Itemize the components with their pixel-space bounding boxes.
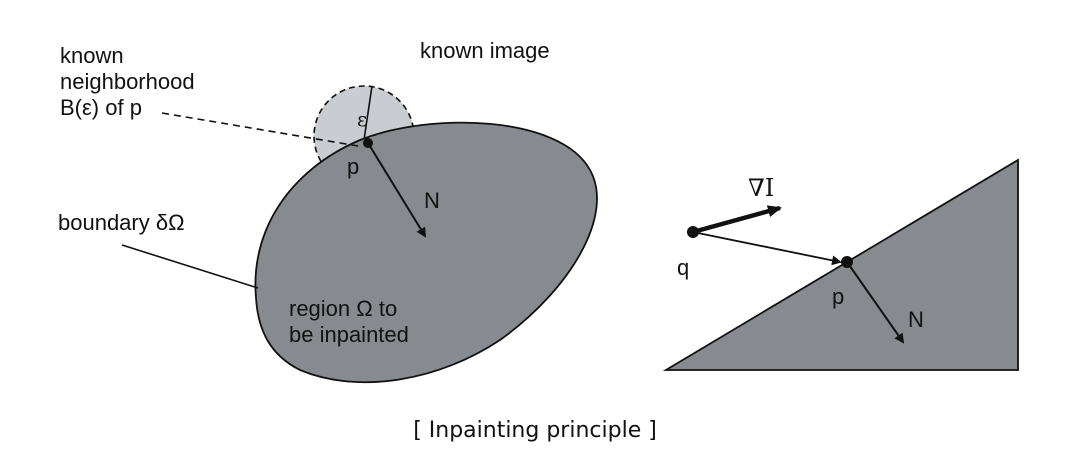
label-n-left: N [424, 188, 440, 213]
normal-arrow-left [367, 142, 427, 238]
q-to-p-arrow [692, 231, 842, 266]
figure-caption: [ Inpainting principle ] [413, 418, 657, 443]
point-q [687, 226, 699, 238]
right-diagram: ∇I q p N [662, 158, 1019, 371]
label-boundary: boundary δΩ [58, 210, 185, 235]
label-region-line2: be inpainted [289, 322, 409, 347]
label-p-left: p [347, 154, 359, 179]
label-neighborhood: neighborhood [60, 69, 195, 94]
neighborhood-leader-line [161, 112, 359, 147]
epsilon-radius-line [363, 85, 373, 141]
label-n-right: N [908, 307, 924, 332]
label-known: known [60, 43, 124, 68]
normal-arrow-right [846, 261, 905, 344]
boundary-leader-line [121, 244, 259, 289]
label-known-image: known image [420, 38, 550, 63]
label-region-line1: region Ω to [289, 296, 397, 321]
label-p-right: p [832, 284, 844, 309]
region-omega [254, 121, 598, 384]
label-b-epsilon: B(ε) of p [60, 95, 142, 120]
left-diagram: known neighborhood B(ε) of p known image… [58, 38, 598, 384]
label-q: q [677, 255, 689, 280]
gradient-arrow [692, 205, 782, 235]
label-epsilon: ε [357, 107, 367, 131]
label-grad-i: ∇I [748, 174, 774, 202]
